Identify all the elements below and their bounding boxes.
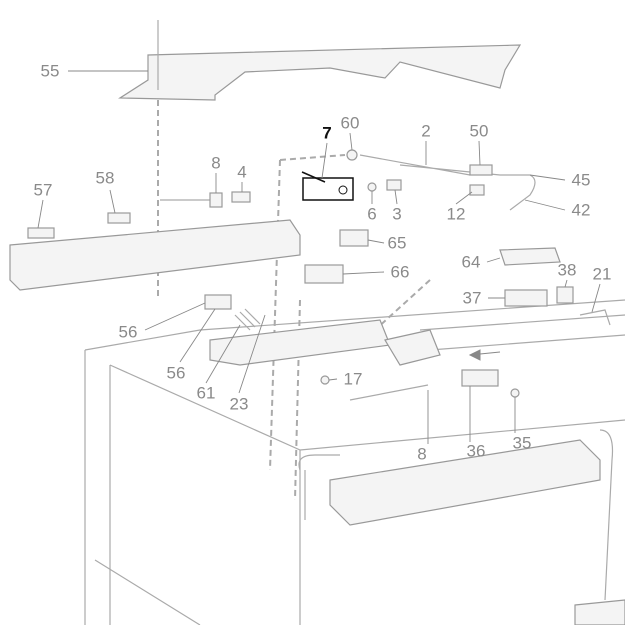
callout-2[interactable]: 2 bbox=[421, 121, 431, 141]
callout-66[interactable]: 66 bbox=[390, 262, 410, 282]
part-60 bbox=[346, 149, 358, 161]
part-21 bbox=[579, 309, 611, 326]
cabinet-inner bbox=[94, 314, 625, 625]
callout-42[interactable]: 42 bbox=[571, 200, 591, 220]
bracket bbox=[209, 319, 391, 366]
callout-61[interactable]: 61 bbox=[196, 383, 216, 403]
callout-38[interactable]: 38 bbox=[557, 260, 577, 280]
part-37 bbox=[504, 289, 548, 307]
part-6 bbox=[367, 182, 377, 192]
cabinet bbox=[84, 299, 625, 625]
tube bbox=[298, 429, 614, 601]
part-57 bbox=[27, 227, 55, 239]
part-8 bbox=[209, 192, 223, 208]
part-50 bbox=[469, 164, 493, 176]
callout-60[interactable]: 60 bbox=[340, 113, 360, 133]
pipe-2 bbox=[359, 154, 536, 211]
part-7-screw bbox=[338, 185, 348, 195]
callout-37[interactable]: 37 bbox=[462, 288, 482, 308]
callout-21[interactable]: 21 bbox=[592, 264, 612, 284]
leader-lines bbox=[37, 70, 601, 444]
part-35 bbox=[510, 388, 520, 398]
callout-64[interactable]: 64 bbox=[461, 252, 481, 272]
callout-8[interactable]: 8 bbox=[211, 153, 221, 173]
arrow bbox=[468, 349, 501, 361]
callout-12[interactable]: 12 bbox=[446, 204, 466, 224]
part-36 bbox=[461, 369, 499, 387]
rod-8b bbox=[349, 384, 429, 401]
dashed-guide bbox=[269, 159, 281, 471]
control-panel-strip bbox=[9, 219, 301, 291]
callout-57[interactable]: 57 bbox=[33, 180, 53, 200]
part-17 bbox=[320, 375, 330, 385]
part-4 bbox=[231, 191, 251, 203]
dashed-guide bbox=[374, 279, 431, 331]
callout-56[interactable]: 56 bbox=[166, 363, 186, 383]
part-3 bbox=[386, 179, 402, 191]
callout-58[interactable]: 58 bbox=[95, 168, 115, 188]
part-56 bbox=[204, 294, 232, 310]
callout-35[interactable]: 35 bbox=[512, 433, 532, 453]
part-12 bbox=[469, 184, 485, 196]
callout-65[interactable]: 65 bbox=[387, 233, 407, 253]
callout-55[interactable]: 55 bbox=[40, 61, 60, 81]
callout-6[interactable]: 6 bbox=[367, 204, 377, 224]
part-38 bbox=[556, 286, 574, 304]
dashed-guide bbox=[279, 154, 346, 161]
callout-50[interactable]: 50 bbox=[469, 121, 489, 141]
part-7-switch bbox=[302, 177, 354, 201]
bracket-right bbox=[384, 329, 441, 366]
part-66 bbox=[304, 264, 344, 284]
part-65 bbox=[339, 229, 369, 247]
spring-61 bbox=[234, 308, 261, 331]
callout-56[interactable]: 56 bbox=[118, 322, 138, 342]
base-cylinder bbox=[574, 599, 625, 625]
heater-block bbox=[329, 439, 601, 526]
callout-8[interactable]: 8 bbox=[417, 444, 427, 464]
callout-4[interactable]: 4 bbox=[237, 162, 247, 182]
cover-plate bbox=[118, 44, 522, 101]
part-7-wire bbox=[301, 171, 326, 183]
callout-23[interactable]: 23 bbox=[229, 394, 249, 414]
callout-3[interactable]: 3 bbox=[392, 204, 402, 224]
callout-45[interactable]: 45 bbox=[571, 170, 591, 190]
callout-36[interactable]: 36 bbox=[466, 441, 486, 461]
callout-7-highlighted[interactable]: 7 bbox=[322, 123, 332, 143]
part-58 bbox=[107, 212, 131, 224]
part-64 bbox=[499, 247, 561, 266]
callout-17[interactable]: 17 bbox=[343, 369, 363, 389]
